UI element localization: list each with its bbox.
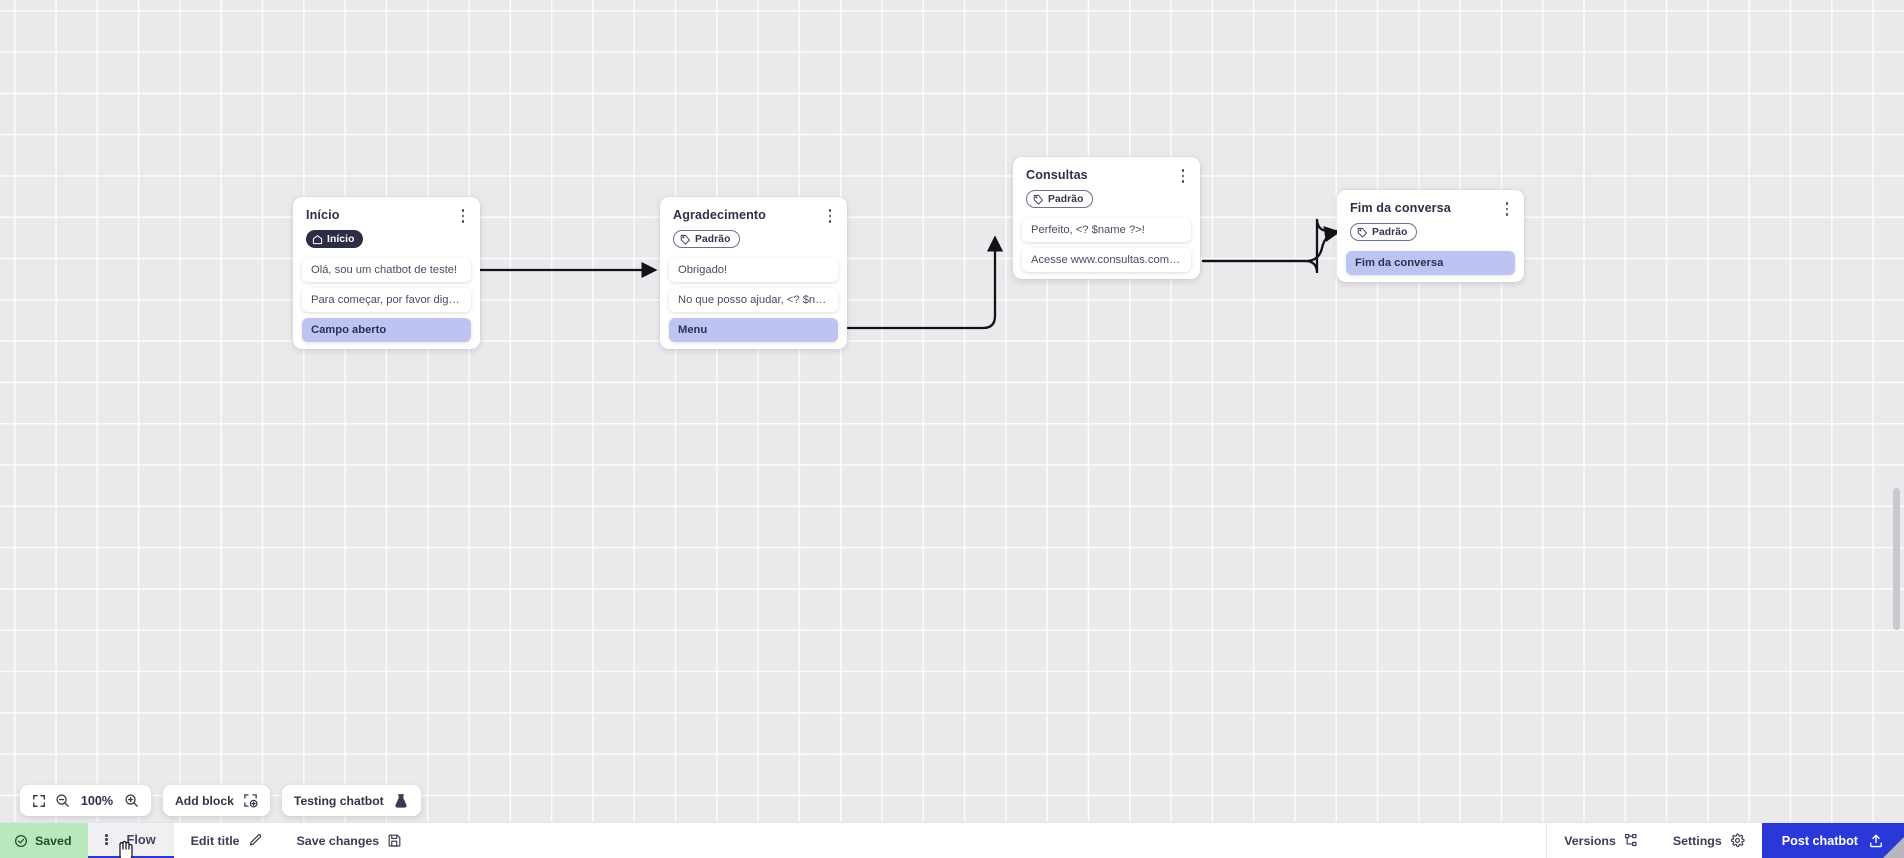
badge-label: Padrão bbox=[1372, 226, 1408, 238]
tab-flow-label: Flow bbox=[126, 832, 156, 847]
row-text: Obrigado! bbox=[678, 263, 728, 276]
node-header: Consultas bbox=[1013, 157, 1200, 190]
flow-node-agradecimento[interactable]: Agradecimento Padrão Obrigado! No que po… bbox=[660, 197, 847, 349]
badge-label: Padrão bbox=[695, 233, 731, 245]
flow-connectors bbox=[479, 218, 1342, 330]
node-rows: Perfeito, <? $name ?>! Acesse www.consul… bbox=[1013, 217, 1200, 272]
versions-button[interactable]: Versions bbox=[1547, 823, 1656, 858]
tag-icon bbox=[1033, 194, 1043, 205]
add-block-icon bbox=[243, 793, 258, 808]
gear-icon bbox=[1730, 833, 1745, 848]
save-changes-label: Save changes bbox=[296, 833, 380, 848]
node-menu-icon[interactable] bbox=[823, 208, 837, 224]
row-text: Para começar, por favor digite o ... bbox=[311, 293, 462, 306]
flow-node-consultas[interactable]: Consultas Padrão Perfeito, <? $name ?>! … bbox=[1013, 157, 1200, 279]
node-badge-row: Padrão bbox=[1013, 190, 1200, 218]
node-title: Fim da conversa bbox=[1350, 201, 1451, 215]
row-text: No que posso ajudar, <? $name ... bbox=[678, 293, 829, 306]
versions-label: Versions bbox=[1564, 833, 1616, 848]
node-header: Início bbox=[293, 197, 480, 230]
badge-inicio[interactable]: Início bbox=[306, 230, 363, 248]
tag-icon bbox=[1357, 227, 1367, 238]
flow-node-fim-da-conversa[interactable]: Fim da conversa Padrão Fim da conversa bbox=[1337, 190, 1524, 282]
home-icon bbox=[312, 234, 323, 244]
row-text: Perfeito, <? $name ?>! bbox=[1031, 223, 1145, 236]
node-header: Fim da conversa bbox=[1337, 190, 1524, 223]
add-block-button[interactable]: Add block bbox=[163, 785, 270, 816]
row-text: Campo aberto bbox=[311, 323, 387, 336]
bottom-status-bar: Saved Flow Edit title Save changes Versi… bbox=[0, 822, 1904, 858]
node-row[interactable]: Olá, sou um chatbot de teste! bbox=[302, 257, 471, 282]
zoom-in-icon[interactable] bbox=[124, 793, 139, 808]
settings-button[interactable]: Settings bbox=[1656, 823, 1762, 858]
badge-padrao[interactable]: Padrão bbox=[1026, 190, 1093, 208]
zoom-out-icon[interactable] bbox=[55, 793, 70, 808]
canvas-toolbar: 100% Add block Testing chatbot bbox=[20, 785, 421, 816]
badge-label: Padrão bbox=[1048, 193, 1084, 205]
badge-padrao[interactable]: Padrão bbox=[673, 230, 740, 248]
vertical-scrollbar-thumb[interactable] bbox=[1893, 488, 1900, 630]
floppy-icon bbox=[388, 834, 401, 847]
zoom-controls: 100% bbox=[20, 785, 151, 816]
node-row[interactable]: Para começar, por favor digite o ... bbox=[302, 287, 471, 312]
node-row-highlighted[interactable]: Campo aberto bbox=[302, 317, 471, 342]
node-rows: Olá, sou um chatbot de teste! Para começ… bbox=[293, 257, 480, 342]
badge-padrao[interactable]: Padrão bbox=[1350, 223, 1417, 241]
connector-consultas-fim bbox=[1201, 218, 1342, 274]
edit-title-label: Edit title bbox=[190, 833, 240, 848]
tab-flow[interactable]: Flow bbox=[87, 823, 174, 858]
edit-title-button[interactable]: Edit title bbox=[174, 823, 280, 858]
fit-screen-icon[interactable] bbox=[32, 794, 46, 808]
resize-corner-handle[interactable] bbox=[1883, 837, 1904, 858]
flask-icon bbox=[393, 793, 409, 809]
bottom-bar-spacer bbox=[419, 823, 1546, 858]
node-row-highlighted[interactable]: Menu bbox=[669, 317, 838, 342]
node-badge-row: Início bbox=[293, 230, 480, 258]
testing-chatbot-button[interactable]: Testing chatbot bbox=[281, 785, 421, 816]
upload-icon bbox=[1870, 834, 1882, 847]
node-badge-row: Padrão bbox=[1337, 223, 1524, 251]
branch-icon bbox=[1624, 833, 1637, 847]
vertical-scrollbar[interactable] bbox=[1891, 0, 1902, 822]
node-row[interactable]: Acesse www.consultas.com par... bbox=[1022, 247, 1191, 272]
node-row[interactable]: Obrigado! bbox=[669, 257, 838, 282]
flow-kebab-icon[interactable] bbox=[100, 833, 114, 846]
zoom-level: 100% bbox=[80, 793, 114, 808]
testing-chatbot-label: Testing chatbot bbox=[293, 793, 384, 808]
saved-label: Saved bbox=[35, 833, 72, 848]
connector-consultas-fim-tail bbox=[1201, 226, 1341, 263]
node-menu-icon[interactable] bbox=[1176, 168, 1190, 184]
post-chatbot-label: Post chatbot bbox=[1781, 833, 1858, 848]
post-chatbot-button[interactable]: Post chatbot bbox=[1761, 823, 1904, 858]
save-changes-button[interactable]: Save changes bbox=[280, 823, 420, 858]
node-row[interactable]: No que posso ajudar, <? $name ... bbox=[669, 287, 838, 312]
flow-node-inicio[interactable]: Início Início Olá, sou um chatbot de tes… bbox=[293, 197, 480, 349]
saved-status-badge: Saved bbox=[0, 823, 88, 858]
bottom-bar-right-group: Versions Settings Post chatbot bbox=[1546, 823, 1904, 858]
node-row-highlighted[interactable]: Fim da conversa bbox=[1346, 250, 1515, 275]
row-text: Fim da conversa bbox=[1355, 256, 1444, 269]
node-title: Início bbox=[306, 208, 340, 222]
node-title: Consultas bbox=[1026, 168, 1088, 182]
node-row[interactable]: Perfeito, <? $name ?>! bbox=[1022, 217, 1191, 242]
tag-icon bbox=[680, 234, 690, 245]
node-title: Agradecimento bbox=[673, 208, 766, 222]
node-rows: Obrigado! No que posso ajudar, <? $name … bbox=[660, 257, 847, 342]
check-circle-icon bbox=[15, 834, 27, 847]
row-text: Olá, sou um chatbot de teste! bbox=[311, 263, 458, 276]
badge-label: Início bbox=[327, 233, 355, 245]
node-rows: Fim da conversa bbox=[1337, 250, 1524, 275]
node-badge-row: Padrão bbox=[660, 230, 847, 258]
add-block-label: Add block bbox=[175, 793, 234, 808]
flow-canvas[interactable]: Início Início Olá, sou um chatbot de tes… bbox=[0, 0, 1904, 822]
node-menu-icon[interactable] bbox=[1500, 201, 1514, 217]
node-header: Agradecimento bbox=[660, 197, 847, 230]
connector-agradecimento-consultas bbox=[846, 235, 1004, 330]
row-text: Acesse www.consultas.com par... bbox=[1031, 253, 1182, 266]
settings-label: Settings bbox=[1672, 833, 1722, 848]
pencil-icon bbox=[249, 834, 261, 846]
node-menu-icon[interactable] bbox=[456, 208, 470, 224]
row-text: Menu bbox=[678, 323, 708, 336]
